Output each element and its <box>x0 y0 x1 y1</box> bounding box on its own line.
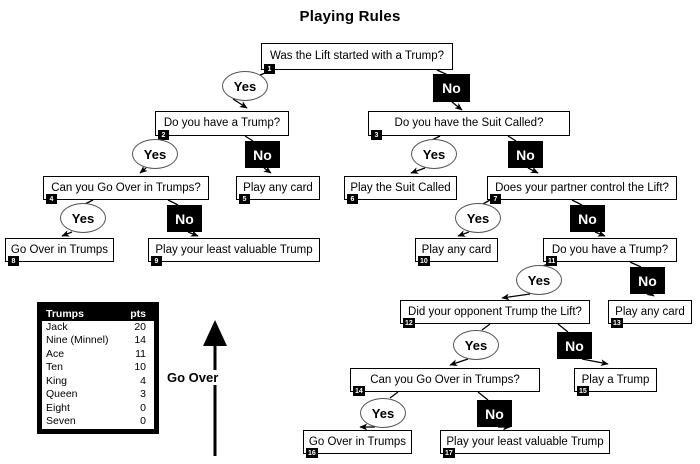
flow-node-number-badge: 12 <box>403 318 415 328</box>
decision-yes-yes14[interactable]: Yes <box>360 398 406 428</box>
decision-yes-yes3[interactable]: Yes <box>411 139 457 169</box>
trumps-card-points: 0 <box>140 415 146 428</box>
page-title: Playing Rules <box>299 8 401 25</box>
decision-yes-yes7[interactable]: Yes <box>455 203 501 233</box>
decision-no-no2[interactable]: No <box>245 141 280 168</box>
flow-node-number-badge: 7 <box>490 194 501 204</box>
trumps-table-row: King 4 <box>42 375 154 388</box>
flow-node-label: Play the Suit Called <box>350 181 451 194</box>
flow-node-label: Play any card <box>421 243 492 256</box>
go-over-arrow-icon <box>203 320 227 456</box>
trumps-table-row: Ace 11 <box>42 348 154 361</box>
decision-no-no12[interactable]: No <box>557 332 592 359</box>
flow-node-label: Go Over in Trumps <box>10 243 109 256</box>
decision-no-no11[interactable]: No <box>630 267 665 294</box>
trumps-card-name: Eight <box>46 401 70 414</box>
flow-node-label: Play your least valuable Trump <box>446 435 604 448</box>
flow-node-label: Go Over in Trumps <box>308 435 407 448</box>
trumps-card-name: Jack <box>46 321 68 333</box>
flow-node-number-badge: 16 <box>306 448 318 458</box>
trumps-card-name: Queen <box>46 388 78 401</box>
flow-node-label: Play your least valuable Trump <box>155 243 313 256</box>
flow-node-3[interactable]: Do you have the Suit Called? 3 <box>368 111 570 140</box>
flow-node-label: Do you have a Trump? <box>163 117 281 130</box>
flow-node-number-badge: 8 <box>8 256 19 266</box>
decision-yes-yes11[interactable]: Yes <box>516 265 562 295</box>
decision-no-no3[interactable]: No <box>508 141 543 168</box>
flow-node-label: Was the Lift started with a Trump? <box>269 50 445 63</box>
flow-node-number-badge: 5 <box>239 194 250 204</box>
trumps-card-points: 11 <box>135 347 146 360</box>
flow-node-label: Can you Go Over in Trumps? <box>51 181 201 194</box>
flow-node-7[interactable]: Does your partner control the Lift?7 <box>487 176 677 204</box>
trumps-table-row: Seven 0 <box>42 415 154 428</box>
flow-node-number-badge: 4 <box>46 194 57 204</box>
decision-yes-yes12[interactable]: Yes <box>453 330 499 360</box>
flow-node-1[interactable]: Was the Lift started with a Trump?1 <box>261 43 453 74</box>
flow-node-4[interactable]: Can you Go Over in Trumps?4 <box>43 176 209 204</box>
flow-node-number-badge: 11 <box>546 256 558 266</box>
trumps-card-name: Ten <box>46 361 63 374</box>
trumps-card-points: 3 <box>140 388 146 401</box>
flow-node-number-badge: 1 <box>264 64 275 74</box>
flow-node-14[interactable]: Can you Go Over in Trumps? 14 <box>350 368 540 396</box>
go-over-label: Go Over <box>165 370 221 385</box>
flow-node-label: Play a Trump <box>581 373 650 386</box>
flow-node-number-badge: 3 <box>371 130 382 140</box>
trumps-table-header-row: Trumps pts <box>42 307 154 321</box>
decision-yes-yes2[interactable]: Yes <box>132 139 178 169</box>
trumps-table-row: Ten 10 <box>42 361 154 374</box>
flow-node-number-badge: 13 <box>611 318 623 328</box>
flow-node-2[interactable]: Do you have a Trump?2 <box>155 111 289 140</box>
trumps-header-name: Trumps <box>42 307 123 321</box>
trumps-card-name: Seven <box>46 415 76 428</box>
trumps-card-points: 10 <box>134 361 146 374</box>
flow-node-12[interactable]: Did your opponent Trump the Lift?12 <box>400 300 590 328</box>
flow-node-number-badge: 9 <box>151 256 162 266</box>
flow-node-label: Did your opponent Trump the Lift? <box>408 305 582 318</box>
trumps-card-points: 4 <box>140 374 146 387</box>
flow-node-label: Play any card <box>243 181 313 194</box>
decision-no-no1[interactable]: No <box>433 74 470 102</box>
flow-node-label: Does your partner control the Lift? <box>495 181 669 194</box>
decision-no-no4[interactable]: No <box>167 205 202 232</box>
trumps-table-row: Eight 0 <box>42 402 154 415</box>
trumps-table-row: Queen 3 <box>42 388 154 401</box>
trumps-card-points: 14 <box>134 334 146 347</box>
trumps-table-row: Jack 20 <box>42 321 154 334</box>
trumps-card-points: 20 <box>134 321 146 333</box>
flow-node-number-badge: 10 <box>418 256 430 266</box>
flow-node-number-badge: 17 <box>443 448 455 458</box>
trumps-card-name: King <box>46 374 68 387</box>
flow-node-number-badge: 14 <box>353 386 365 396</box>
trumps-table-row: Nine (Minnel) 14 <box>42 334 154 347</box>
decision-yes-yes1[interactable]: Yes <box>222 71 268 101</box>
decision-no-no7[interactable]: No <box>570 205 605 232</box>
flow-node-label: Do you have a Trump? <box>551 243 669 256</box>
trumps-card-points: 0 <box>140 401 146 414</box>
trumps-header-pts: pts <box>122 307 154 321</box>
flow-node-label: Do you have the Suit Called? <box>394 117 544 130</box>
flow-node-label: Play any card <box>615 305 685 318</box>
trumps-card-name: Ace <box>46 347 65 360</box>
trumps-card-name: Nine (Minnel) <box>46 334 109 347</box>
flow-node-number-badge: 2 <box>158 130 169 140</box>
decision-no-no14[interactable]: No <box>477 400 512 427</box>
flow-node-label: Can you Go Over in Trumps? <box>370 373 520 386</box>
flow-node-number-badge: 6 <box>347 194 358 204</box>
flow-node-number-badge: 15 <box>577 386 589 396</box>
decision-yes-yes4[interactable]: Yes <box>60 203 106 233</box>
flow-node-11[interactable]: Do you have a Trump?11 <box>543 238 677 266</box>
